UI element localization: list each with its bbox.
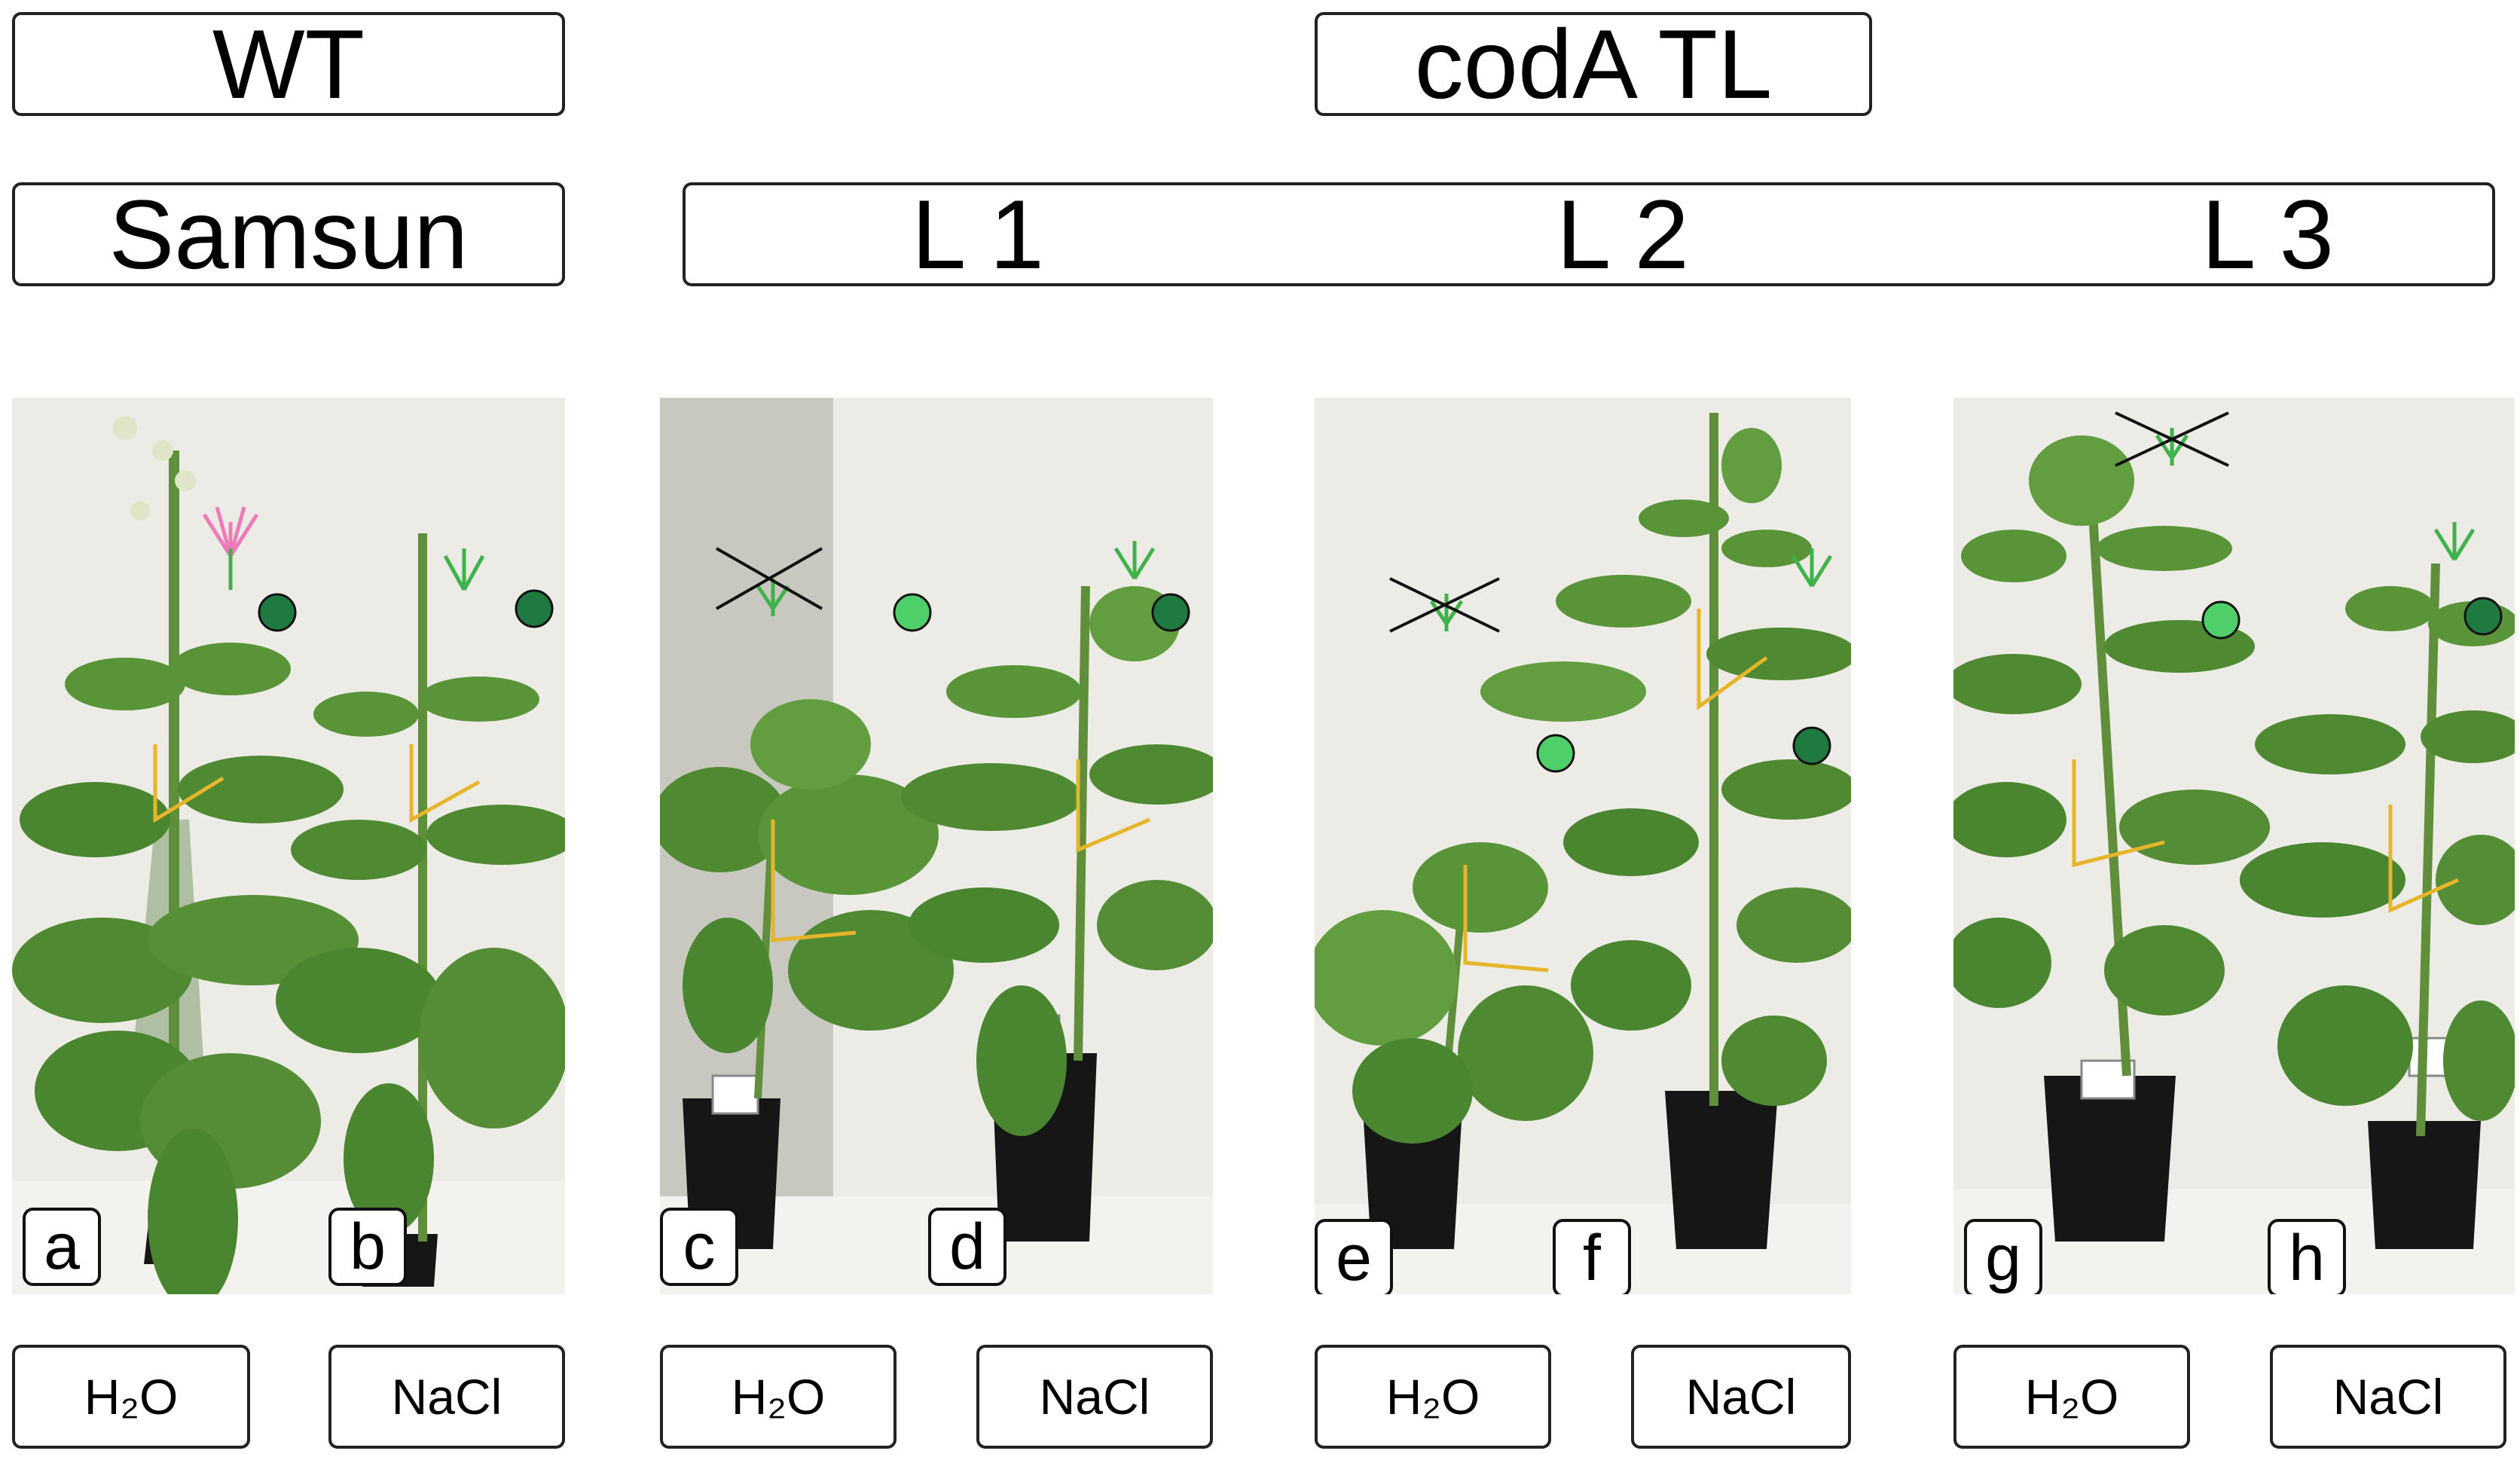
condition-label-e: H₂O (1315, 1345, 1551, 1449)
condition-label-b: NaCl (328, 1345, 565, 1449)
condition-label-a: H₂O (12, 1345, 250, 1449)
condition-label-d: NaCl (976, 1345, 1213, 1449)
condition-label-h: NaCl (2270, 1345, 2506, 1449)
panel-letter-a: a (23, 1208, 101, 1286)
transgenic-header-label: codA TL (1414, 9, 1773, 119)
panel-letter-h: h (2268, 1219, 2346, 1294)
condition-text-e: H₂O (1385, 1369, 1480, 1425)
panel-letter-e: e (1315, 1219, 1393, 1294)
condition-text-f: NaCl (1685, 1369, 1797, 1425)
condition-text-d: NaCl (1039, 1369, 1150, 1425)
condition-text-h: NaCl (2332, 1369, 2444, 1425)
line-label-2: L 2 (1556, 179, 1689, 289)
wt-header-label: WT (212, 9, 365, 119)
line-label-1: L 1 (912, 179, 1044, 289)
photo-line-1-image (660, 398, 1213, 1294)
panel-letter-b: b (328, 1208, 407, 1286)
wt-line-label: Samsun (108, 179, 469, 289)
transgenic-lines-header: L 1 L 2 L 3 (683, 179, 2495, 289)
photo-line-3-image (1953, 398, 2515, 1294)
condition-text-g: H₂O (2024, 1369, 2119, 1425)
condition-text-a: H₂O (84, 1369, 179, 1425)
panel-letter-c: c (660, 1208, 738, 1286)
panel-letter-f: f (1553, 1219, 1631, 1294)
photo-line-2: e f (1315, 398, 1851, 1294)
transgenic-header: codA TL (1315, 9, 1872, 119)
photo-wt-samsun: a b (12, 398, 565, 1294)
photo-line-2-image (1315, 398, 1851, 1294)
line-label-3: L 3 (2201, 179, 2334, 289)
wt-header: WT (12, 9, 565, 119)
panel-letter-g: g (1964, 1219, 2042, 1294)
condition-text-c: H₂O (731, 1369, 826, 1425)
condition-label-c: H₂O (660, 1345, 897, 1449)
condition-label-f: NaCl (1631, 1345, 1851, 1449)
photo-wt-samsun-image (12, 398, 565, 1294)
panel-letter-d: d (928, 1208, 1006, 1286)
photo-line-3: g h (1953, 398, 2515, 1294)
condition-text-b: NaCl (391, 1369, 502, 1425)
photo-line-1: c d (660, 398, 1213, 1294)
wt-line-header: Samsun (12, 179, 565, 289)
condition-label-g: H₂O (1953, 1345, 2190, 1449)
